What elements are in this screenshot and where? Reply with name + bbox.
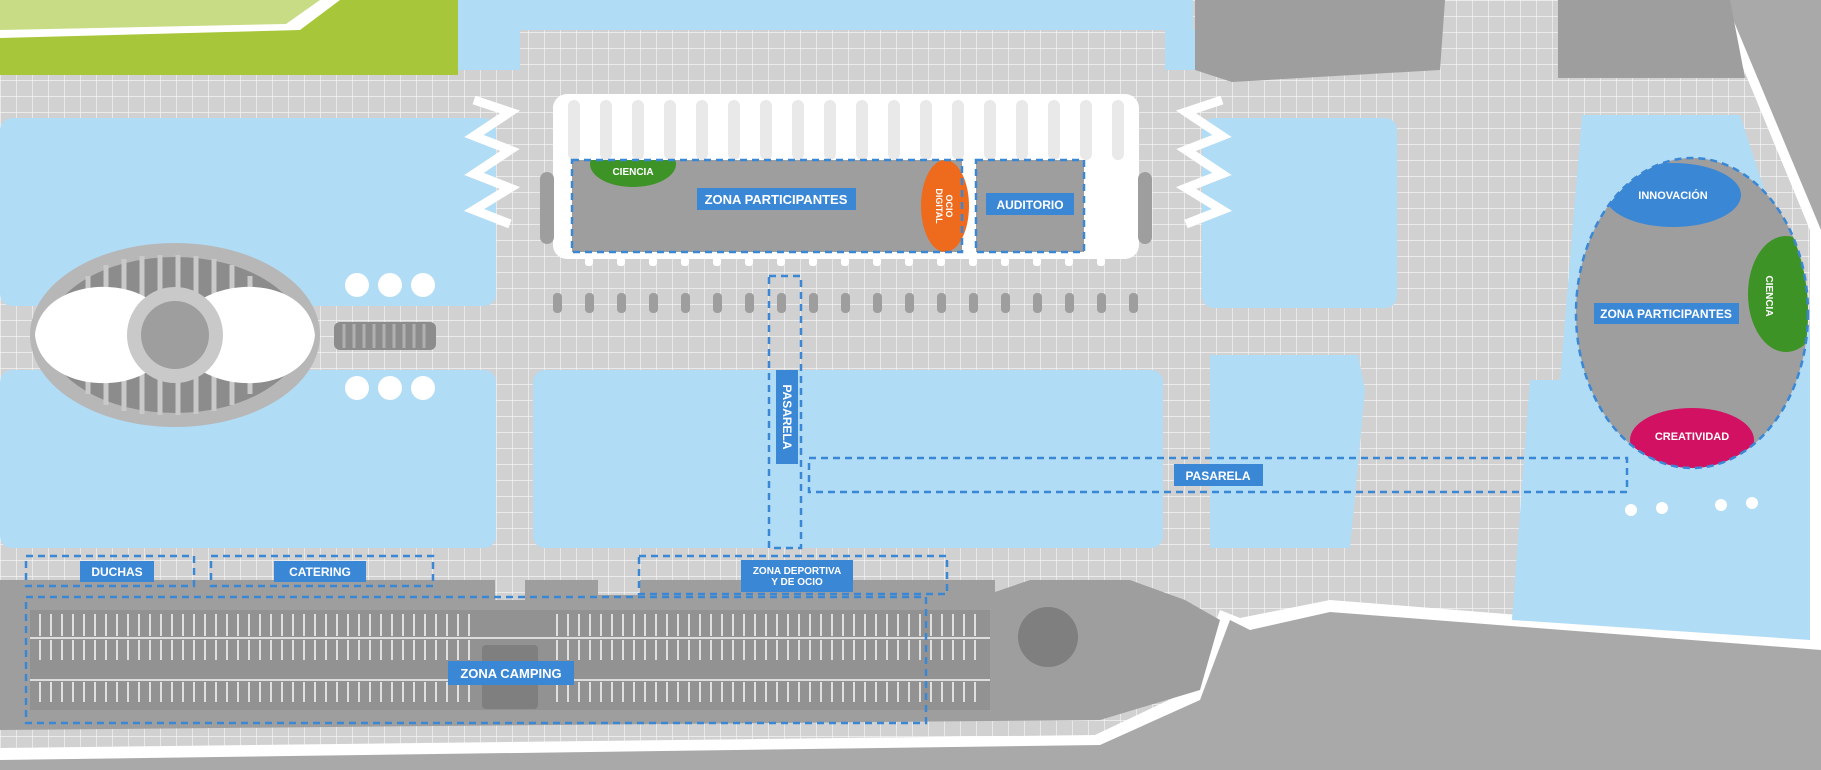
creatividad-zone — [1630, 408, 1754, 468]
bollards — [553, 293, 1138, 313]
grass-area — [0, 0, 458, 75]
zona-participantes-right-label: ZONA PARTICIPANTES — [1600, 307, 1732, 321]
catering-label: CATERING — [289, 565, 351, 579]
ocio-digital-zone — [921, 160, 969, 252]
camping-strip — [0, 580, 1220, 730]
ciencia-zone-main — [590, 160, 676, 187]
innovacion-label: INNOVACIÓN — [1638, 189, 1708, 202]
stadium-structure — [30, 243, 436, 427]
innovacion-zone — [1605, 163, 1741, 227]
zona-deportiva-label-1: ZONA DEPORTIVA — [753, 566, 841, 577]
zona-camping-label: ZONA CAMPING — [460, 666, 561, 681]
main-building — [540, 94, 1152, 266]
top-right-buildings — [1195, 0, 1745, 82]
zona-deportiva-label-2: Y DE OCIO — [771, 577, 823, 588]
duchas-label: DUCHAS — [91, 565, 142, 579]
ciencia-main-label: CIENCIA — [612, 167, 653, 178]
creatividad-label: CREATIVIDAD — [1655, 431, 1729, 443]
ciencia-right-label: CIENCIA — [1763, 275, 1774, 316]
zigzag-stairs — [463, 95, 1233, 229]
auditorio-label: AUDITORIO — [996, 198, 1063, 212]
map-labels: CIENCIA ZONA PARTICIPANTES OCIO DIGITAL … — [80, 167, 1774, 685]
pasarela-horizontal-label: PASARELA — [1185, 469, 1250, 483]
pasarela-vertical-label: PASARELA — [780, 384, 794, 449]
zona-participantes-main-label: ZONA PARTICIPANTES — [705, 192, 848, 207]
zone-boundaries — [24, 158, 1629, 725]
ocio-digital-label-2: DIGITAL — [934, 188, 944, 224]
ocio-digital-label-1: OCIO — [944, 194, 954, 217]
